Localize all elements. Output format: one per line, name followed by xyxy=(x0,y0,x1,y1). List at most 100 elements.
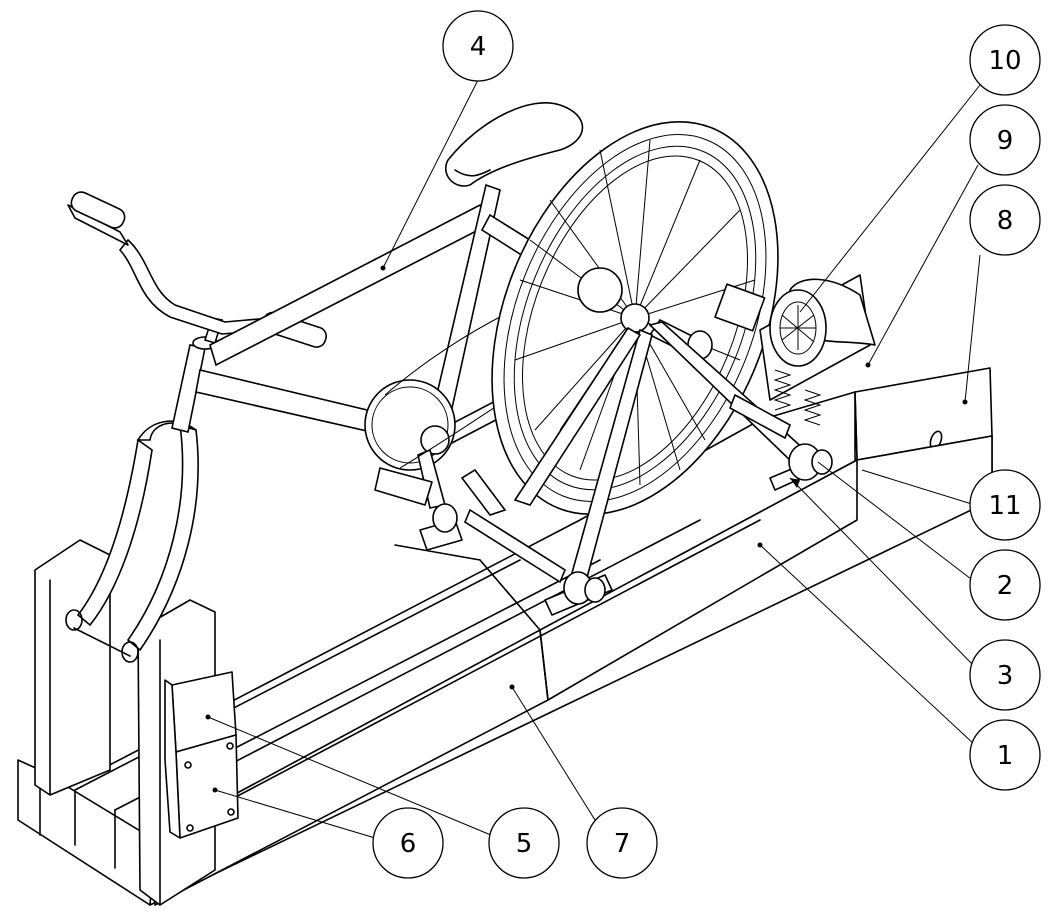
callout-8-label: 8 xyxy=(997,206,1014,236)
generator-assembly xyxy=(714,274,876,426)
handlebar xyxy=(118,238,271,335)
leader-8-dot xyxy=(962,399,968,405)
leader-11 xyxy=(861,469,976,506)
leader-9-dot xyxy=(865,362,871,368)
callout-2: 2 xyxy=(969,549,1041,621)
stand xyxy=(419,318,833,616)
leader-8 xyxy=(964,254,981,403)
leader-4 xyxy=(382,79,479,269)
stand-leg-front xyxy=(513,326,642,506)
callout-1-label: 1 xyxy=(997,741,1014,771)
hub xyxy=(620,303,650,333)
leader-5 xyxy=(207,716,499,839)
stand-brace xyxy=(729,393,791,440)
callout-7-circle xyxy=(586,807,658,879)
left-upright-rear xyxy=(34,539,111,796)
callout-6-circle xyxy=(372,807,444,879)
callout-5: 5 xyxy=(488,807,560,879)
beam-joint xyxy=(539,629,549,701)
screw-2 xyxy=(226,742,234,750)
callout-4: 4 xyxy=(442,10,514,82)
callout-6-label: 6 xyxy=(400,829,417,859)
cross-slat-2 xyxy=(479,559,541,631)
roller xyxy=(714,283,766,332)
slat-line-4 xyxy=(229,519,761,801)
control-boxes xyxy=(164,671,239,839)
callout-3: 3 xyxy=(969,639,1041,711)
fan-blades xyxy=(780,305,816,350)
callout-2-label: 2 xyxy=(997,571,1014,601)
front-fork xyxy=(65,191,327,663)
rear-sprocket xyxy=(577,267,623,313)
callout-9-circle xyxy=(969,104,1041,176)
leader-5-dot xyxy=(205,714,211,720)
fork-axle xyxy=(73,627,131,657)
spring-right xyxy=(803,389,822,426)
fork-blade-right xyxy=(126,423,199,652)
callout-10-label: 10 xyxy=(988,46,1021,76)
chainring xyxy=(364,379,456,471)
leader-3 xyxy=(789,477,976,668)
screw-1 xyxy=(184,761,192,769)
base-frame xyxy=(17,367,993,906)
callout-11-circle xyxy=(969,469,1041,541)
callout-4-label: 4 xyxy=(470,32,487,62)
clamp-end-3 xyxy=(811,449,833,475)
leader-6 xyxy=(214,789,376,839)
screw-3 xyxy=(186,824,194,832)
chainring-inner xyxy=(371,386,449,464)
leader-2 xyxy=(817,461,976,583)
spring-left xyxy=(773,369,792,411)
callout-4-circle xyxy=(442,10,514,82)
callout-1-circle xyxy=(969,719,1041,791)
callout-8-circle xyxy=(969,184,1041,256)
leader-4-dot xyxy=(380,265,386,271)
leader-6-dot xyxy=(212,787,218,793)
crank-support xyxy=(460,468,507,516)
callout-1: 1 xyxy=(969,719,1041,791)
callout-9-label: 9 xyxy=(997,126,1014,156)
callout-7: 7 xyxy=(586,807,658,879)
leader-10 xyxy=(799,84,981,313)
leader-9 xyxy=(867,164,979,366)
fork-dropout-right xyxy=(121,641,139,663)
callout-3-circle xyxy=(969,639,1041,711)
cross-slat-1 xyxy=(394,544,481,561)
leader-3-arrow xyxy=(790,478,800,488)
crank-arm xyxy=(417,448,446,509)
leader-1-dot xyxy=(757,542,763,548)
clamp-end-2 xyxy=(584,577,606,603)
callout-7-label: 7 xyxy=(614,829,631,859)
left-grip xyxy=(70,191,126,229)
fork-blade-left xyxy=(76,438,153,627)
bottom-bracket xyxy=(420,425,450,455)
slat-line-3 xyxy=(199,519,701,781)
callout-2-circle xyxy=(969,549,1041,621)
callout-3-label: 3 xyxy=(997,661,1014,691)
tire-tread xyxy=(503,134,767,502)
leader-1 xyxy=(759,544,976,746)
saddle-edge xyxy=(454,169,491,177)
box-side xyxy=(164,679,181,839)
pedal xyxy=(374,467,433,506)
top-tube xyxy=(209,203,490,367)
callout-5-label: 5 xyxy=(516,829,533,859)
callout-10-circle xyxy=(969,24,1041,96)
callout-11-label: 11 xyxy=(988,491,1021,521)
clamp-ring-1 xyxy=(432,503,458,533)
fork-dropout-left xyxy=(65,609,83,631)
callout-11: 11 xyxy=(969,469,1041,541)
callout-5-circle xyxy=(488,807,560,879)
screw-4 xyxy=(227,808,235,816)
leader-7-dot xyxy=(509,684,515,690)
callout-8: 8 xyxy=(969,184,1041,256)
leader-lines xyxy=(205,79,981,839)
rear-wheel xyxy=(491,120,779,516)
callout-9: 9 xyxy=(969,104,1041,176)
leader-7 xyxy=(511,686,596,821)
saddle xyxy=(445,102,584,187)
stand-crossbar xyxy=(464,508,566,584)
callout-10: 10 xyxy=(969,24,1041,96)
